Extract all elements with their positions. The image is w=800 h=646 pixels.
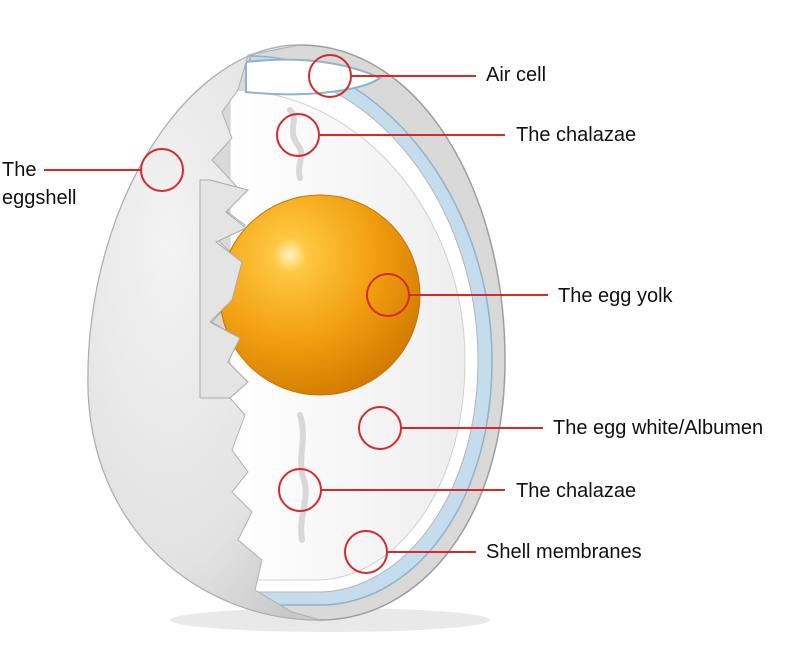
label-chalazae-top: The chalazae	[516, 124, 637, 146]
label-eggshell-line2: eggshell	[2, 187, 77, 209]
callout-chalazae-top	[276, 113, 505, 157]
shell-crack-over-yolk	[199, 179, 249, 399]
label-egg-white: The egg white/Albumen	[553, 417, 764, 439]
label-air-cell: Air cell	[486, 64, 547, 86]
chalaza-bottom-strand	[297, 412, 309, 543]
callout-egg-yolk	[366, 273, 548, 317]
callout-shell-membranes	[344, 530, 476, 574]
label-egg-yolk: The egg yolk	[558, 285, 673, 307]
label-shell-membranes: Shell membranes	[486, 541, 642, 563]
callout-egg-white	[358, 406, 543, 450]
egg-yolk-shape	[219, 194, 421, 396]
callout-eggshell	[44, 148, 184, 192]
callout-air-cell	[308, 54, 476, 98]
label-chalazae-bottom: The chalazae	[516, 480, 637, 502]
chalaza-top-strand	[287, 107, 305, 181]
label-eggshell-line1: The	[2, 159, 37, 181]
air-cell-shape	[245, 58, 383, 96]
callout-chalazae-bottom	[278, 468, 505, 512]
